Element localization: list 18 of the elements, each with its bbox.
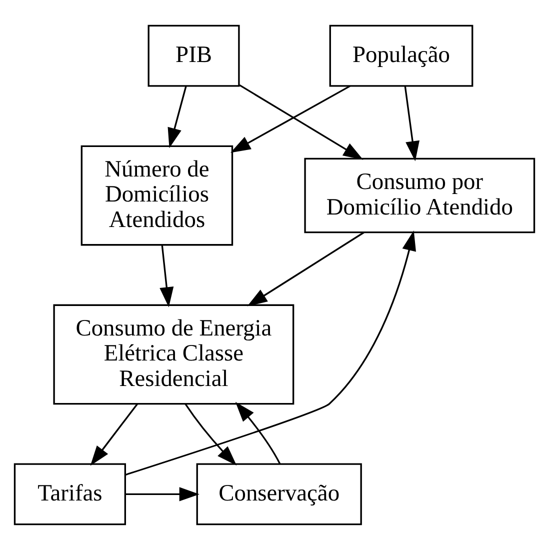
node-box: População	[329, 24, 474, 87]
arrow	[125, 230, 416, 476]
node-box: Número de Domicílios Atendidos	[80, 145, 234, 246]
arrow	[239, 84, 364, 160]
arrow	[160, 245, 174, 308]
arrow	[404, 86, 420, 162]
node-box: Consumo por Domicílio Atendido	[304, 158, 536, 234]
arrow	[126, 487, 200, 502]
node-box: Conservação	[196, 463, 362, 526]
node-box: Consumo de Energia Elétrica Classe Residencial	[53, 304, 294, 405]
node-box: PIB	[148, 24, 240, 87]
arrow	[230, 85, 350, 153]
arrow	[184, 403, 237, 466]
arrow	[247, 232, 364, 306]
node-box: Tarifas	[14, 463, 126, 526]
arrow	[168, 86, 187, 148]
arrow	[90, 403, 138, 466]
arrow	[235, 402, 281, 464]
